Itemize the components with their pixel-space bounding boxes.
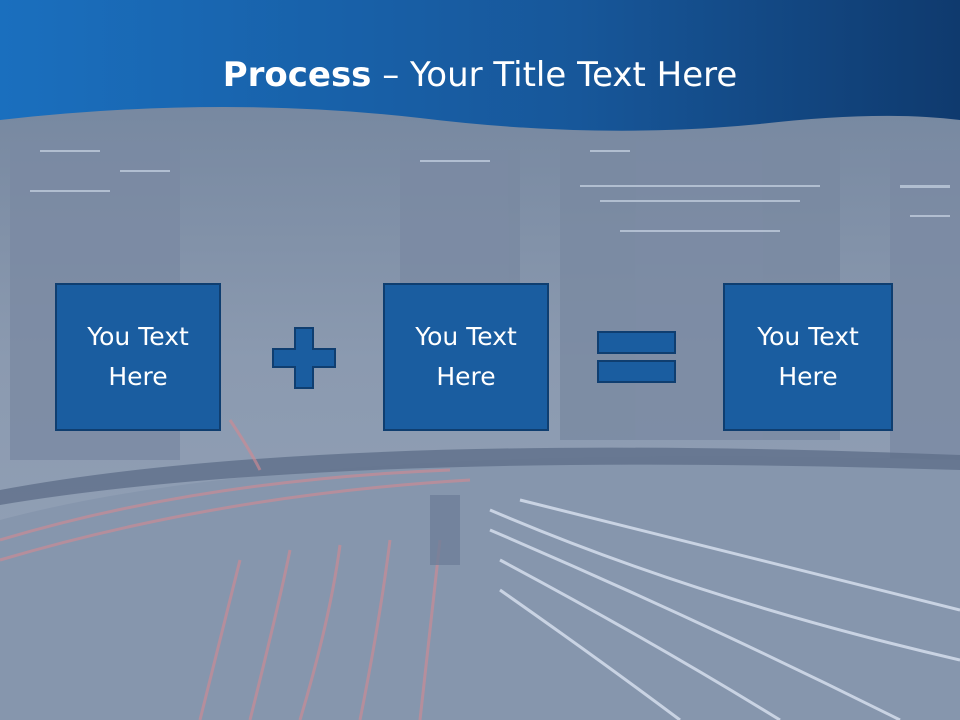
- process-box-1[interactable]: You Text Here: [55, 283, 221, 431]
- title-rest-text: – Your Title Text Here: [371, 55, 738, 95]
- title-bold-text: Process: [222, 55, 372, 95]
- process-box-2-text: You Text Here: [415, 322, 517, 391]
- process-box-2[interactable]: You Text Here: [383, 283, 549, 431]
- plus-icon: [272, 327, 336, 389]
- process-box-3-text: You Text Here: [757, 322, 859, 391]
- process-box-1-text: You Text Here: [87, 322, 189, 391]
- slide-title: Process – Your Title Text Here: [0, 52, 960, 98]
- equals-icon: [597, 331, 676, 383]
- process-box-3[interactable]: You Text Here: [723, 283, 893, 431]
